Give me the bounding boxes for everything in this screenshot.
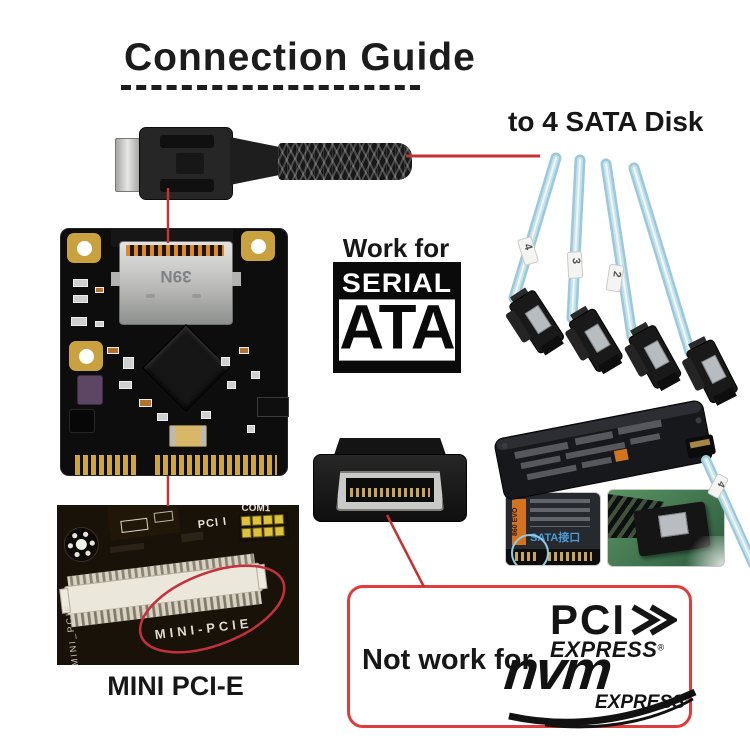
oculink-cable-photo — [112, 122, 412, 200]
cable-latch-bottom — [160, 179, 214, 192]
adapter-card-photo: 39N — [60, 228, 289, 476]
label-text-rows — [530, 499, 590, 527]
inductor-black — [69, 409, 95, 433]
ssd-label-inset-photo: 860 EVO SATA接口 — [505, 492, 601, 566]
socket-pins — [126, 245, 224, 256]
plug-pins — [350, 488, 430, 497]
svg-text:4: 4 — [521, 242, 535, 252]
highlight-ellipse — [138, 564, 286, 654]
mounting-hole — [63, 526, 99, 562]
oculink-socket: 39N — [111, 241, 241, 325]
edge-fingers-left — [75, 455, 139, 475]
ssd-cable-connector — [685, 434, 716, 459]
mount-pad — [241, 231, 275, 261]
capacitor — [169, 425, 207, 447]
not-work-for-label: Not work for — [362, 644, 533, 676]
svg-text:4: 4 — [714, 479, 727, 489]
cable-tag: 2 — [605, 263, 625, 293]
socket-dimple — [192, 294, 201, 298]
cable-braided-sleeve — [278, 143, 412, 180]
socket-tab — [111, 272, 120, 286]
serial-ata-logo-bottom: ATA — [339, 292, 456, 363]
cable-latch-top — [160, 135, 214, 148]
title-underline — [121, 85, 420, 90]
glare — [678, 536, 724, 566]
svg-text:2: 2 — [610, 270, 623, 278]
socket-dimple — [146, 294, 155, 298]
ssd-drive — [494, 400, 716, 500]
cable-tag: 3 — [566, 251, 584, 279]
socket-marking: 39N — [160, 267, 192, 286]
page-title: Connection Guide — [124, 36, 476, 79]
cable-connector-body — [139, 127, 233, 200]
ic-chip — [257, 397, 289, 417]
cable-button — [176, 153, 204, 174]
nvm-swoosh — [508, 688, 697, 729]
serial-ata-logo: SERIAL ATA — [333, 262, 461, 373]
pci-logo-text: PCI — [550, 596, 627, 643]
connector-metal — [658, 511, 689, 538]
not-work-for-box: Not work for PCI EXPRESS® nvm EXPRESS® — [347, 585, 697, 729]
socket-tab — [232, 272, 241, 286]
work-for-label: Work for — [342, 233, 450, 263]
cable-tag: 4 — [517, 236, 539, 266]
cable-strain-relief — [230, 137, 282, 185]
oculink-plug-front-photo — [313, 438, 467, 522]
inductor-purple — [77, 375, 103, 405]
svg-text:3: 3 — [570, 258, 582, 265]
controller-chip — [142, 324, 230, 412]
serial-ata-logo-top: SERIAL — [341, 268, 453, 298]
port-highlight-circle — [511, 534, 549, 565]
mini-pcie-caption: MINI PCI-E — [107, 671, 244, 701]
plug-flange — [333, 438, 447, 458]
mount-pad — [69, 341, 103, 371]
com-header — [238, 511, 290, 542]
pci-arrow-icon — [631, 604, 678, 636]
motherboard-surface: PCI I COM1 MINI-PCIE MINI_PCIE — [57, 505, 299, 665]
motherboard-photo: PCI I COM1 MINI-PCIE MINI_PCIE — [57, 505, 299, 665]
sata-15pin — [548, 552, 592, 561]
nvm-express-sub: EXPRESS — [595, 692, 685, 713]
connector-on-pcb-inset-photo — [607, 489, 725, 567]
line-plug-to-box — [385, 514, 426, 588]
mount-pad — [67, 233, 101, 263]
mini-pcie-slot — [59, 553, 268, 628]
pci-express-logo: PCI EXPRESS® — [550, 596, 678, 663]
nvm-express-logo: nvm EXPRESS® — [502, 639, 697, 729]
pci-express-sub: EXPRESS — [550, 637, 658, 662]
edge-fingers-right — [155, 455, 277, 475]
sata-connectors — [505, 287, 738, 406]
registered-mark: ® — [684, 693, 692, 704]
cable-metal-tip — [115, 138, 143, 192]
to-sata-disk-label: to 4 SATA Disk — [508, 106, 704, 137]
plug-body — [313, 454, 467, 522]
pci-silkscreen: PCI I — [197, 516, 228, 532]
sata-cables-photo: 4 3 2 — [505, 152, 738, 406]
registered-mark: ® — [657, 642, 665, 653]
com1-silkscreen: COM1 — [241, 505, 271, 514]
sata-cables — [508, 152, 696, 358]
plug-slot — [346, 478, 434, 502]
plug-bezel — [336, 471, 444, 511]
